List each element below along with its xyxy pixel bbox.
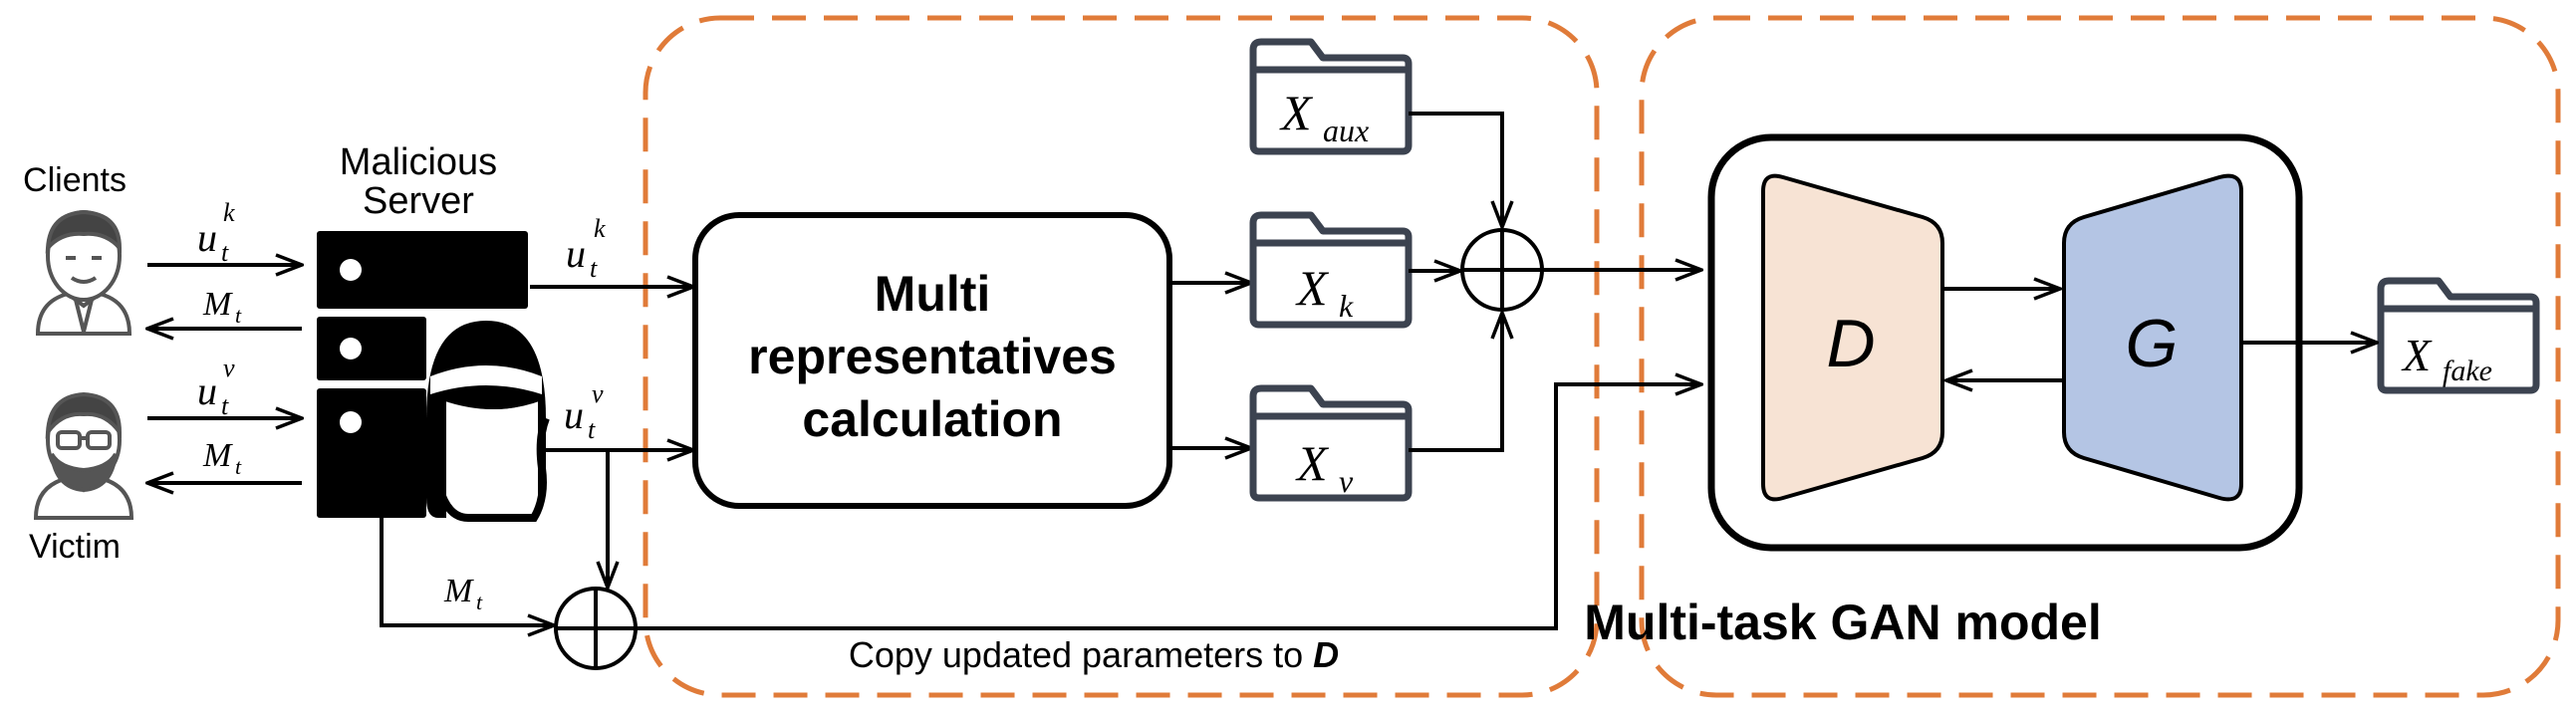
data-sum-operator [1460, 228, 1544, 312]
parameter-sum-operator [554, 587, 638, 670]
copy-parameters-caption: Copy updated parameters to D [849, 634, 1339, 675]
multi-representatives-box [692, 212, 1172, 509]
multi-line3: calculation [802, 391, 1062, 447]
svg-text:t: t [221, 238, 229, 267]
svg-text:t: t [235, 303, 242, 328]
x-fake-folder-icon: X fake [2381, 281, 2536, 390]
copy-parameters-line [636, 384, 1701, 630]
clients-label: Clients [23, 161, 127, 199]
client-model-label: M t [202, 286, 242, 328]
multi-line1: Multi [875, 266, 991, 322]
svg-text:M: M [202, 437, 233, 474]
client-update-label: u t k [197, 198, 235, 267]
svg-text:u: u [566, 231, 586, 276]
generator-label: G [2126, 306, 2179, 381]
x-aux-folder-icon: X aux [1253, 42, 1409, 151]
server-client-update-label: u t k [566, 214, 606, 283]
svg-text:u: u [197, 368, 217, 413]
model-to-sum-arrow [380, 518, 554, 625]
server-label-line1: Malicious [340, 141, 497, 183]
svg-text:t: t [590, 254, 598, 283]
svg-text:v: v [223, 354, 235, 382]
x-k-folder-icon: X k [1253, 215, 1409, 325]
svg-text:u: u [197, 215, 217, 260]
svg-text:X: X [2401, 330, 2433, 380]
victim-person-icon [33, 391, 134, 520]
x-aux-to-sum-arrow [1409, 112, 1502, 227]
malicious-server-icon [317, 231, 550, 522]
svg-text:t: t [588, 415, 596, 444]
multi-line2: representatives [748, 329, 1117, 384]
svg-text:v: v [1339, 463, 1354, 499]
victim-update-label: u t v [197, 354, 235, 420]
svg-text:t: t [221, 391, 229, 420]
gan-title: Multi-task GAN model [1584, 595, 2101, 650]
svg-text:X: X [1295, 260, 1330, 316]
svg-text:v: v [592, 379, 604, 408]
gan-region [1639, 15, 2561, 698]
svg-text:X: X [1279, 85, 1314, 140]
x-v-to-sum-arrow [1409, 313, 1502, 452]
calculation-region [643, 15, 1600, 698]
discriminator-block [1761, 173, 1944, 502]
discriminator-label: D [1826, 306, 1875, 381]
svg-text:t: t [235, 454, 242, 479]
server-model-label: M t [443, 573, 483, 614]
server-label-line2: Server [363, 180, 474, 222]
svg-text:X: X [1295, 435, 1330, 491]
svg-text:aux: aux [1323, 113, 1369, 148]
svg-text:M: M [202, 286, 233, 323]
x-v-folder-icon: X v [1253, 388, 1409, 499]
svg-text:k: k [223, 198, 235, 227]
svg-text:u: u [564, 392, 584, 437]
svg-text:k: k [1339, 288, 1354, 324]
svg-text:fake: fake [2443, 355, 2492, 387]
server-victim-update-label: u t v [564, 379, 604, 444]
generator-block [2062, 173, 2243, 502]
svg-text:k: k [594, 214, 606, 243]
victim-label: Victim [29, 528, 121, 566]
client-person-icon [35, 209, 132, 336]
svg-text:M: M [443, 573, 474, 609]
victim-model-label: M t [202, 437, 242, 479]
svg-text:t: t [476, 590, 483, 614]
